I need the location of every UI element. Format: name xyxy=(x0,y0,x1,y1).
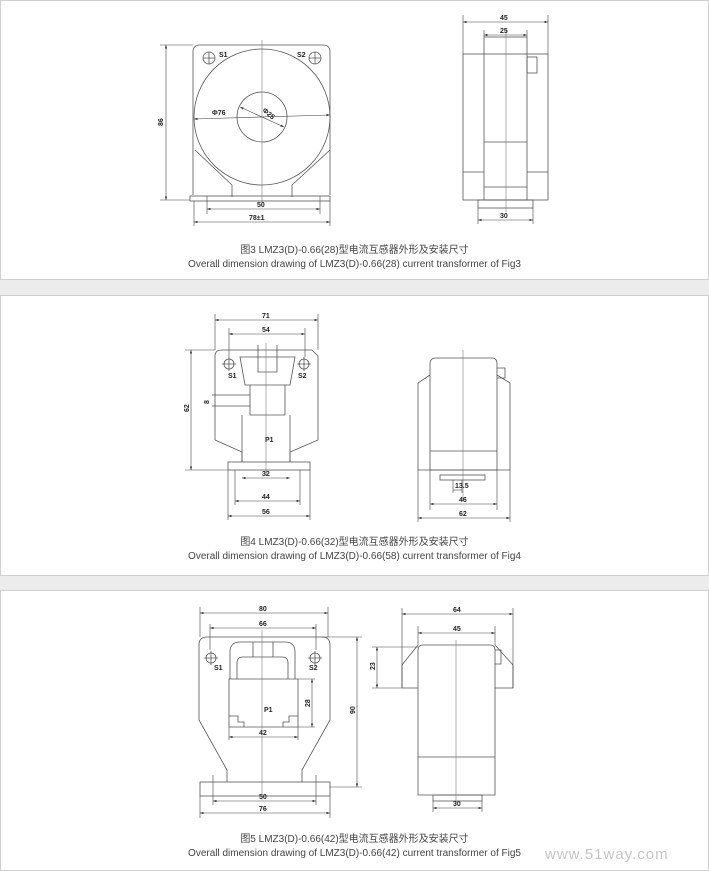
dim-side-flange: 23 xyxy=(370,662,377,670)
dim-side-base: 30 xyxy=(500,213,508,220)
dim-window-height: 28 xyxy=(305,699,312,707)
dim-bar: 8 xyxy=(204,400,211,404)
terminal-s1-label: S1 xyxy=(214,665,223,672)
dim-hole-spacing: 50 xyxy=(257,202,265,209)
caption-chinese: 图3 LMZ3(D)-0.66(28)型电流互感器外形及安装尺寸 xyxy=(240,245,469,256)
terminal-p1-label: P1 xyxy=(264,707,273,714)
dim-terminal-spacing: 66 xyxy=(259,621,267,628)
caption-english: Overall dimension drawing of LMZ3(D)-0.6… xyxy=(188,848,521,859)
figure-4-panel xyxy=(0,295,709,576)
terminal-s2-label: S2 xyxy=(297,52,306,59)
dim-side-inner: 45 xyxy=(453,626,461,633)
dim-side-width: 62 xyxy=(459,511,467,518)
dim-side-inner: 46 xyxy=(459,497,467,504)
terminal-p1-label: P1 xyxy=(265,437,274,444)
figure-5-caption: 图5 LMZ3(D)-0.66(42)型电流互感器外形及安装尺寸 Overall… xyxy=(0,833,709,861)
terminal-s2-label: S2 xyxy=(309,665,318,672)
caption-english: Overall dimension drawing of LMZ3(D)-0.6… xyxy=(188,259,521,270)
dim-side-width: 64 xyxy=(453,607,461,614)
dim-base: 56 xyxy=(262,509,270,516)
fig4-side-view: 13.5 46 62 xyxy=(417,350,511,522)
figure-3-caption: 图3 LMZ3(D)-0.66(28)型电流互感器外形及安装尺寸 Overall… xyxy=(0,244,709,272)
dim-window-width: 42 xyxy=(259,730,267,737)
dim-inner-diameter: Φ25 xyxy=(261,107,276,121)
dim-side-base: 30 xyxy=(453,801,461,808)
caption-chinese: 图4 LMZ3(D)-0.66(32)型电流互感器外形及安装尺寸 xyxy=(240,537,469,548)
dim-height: 86 xyxy=(158,118,165,126)
dim-width: 71 xyxy=(262,313,270,320)
dim-base: 76 xyxy=(259,806,267,813)
dim-height: 90 xyxy=(350,706,357,714)
dim-outer-diameter: Φ76 xyxy=(212,110,226,117)
caption-english: Overall dimension drawing of LMZ3(D)-0.6… xyxy=(188,551,521,562)
dim-width: 78±1 xyxy=(249,215,265,222)
fig5-front-view: S1 S2 P1 80 66 90 28 42 50 76 xyxy=(198,606,362,818)
terminal-s2-label: S2 xyxy=(298,373,307,380)
dim-hole-spacing: 44 xyxy=(262,494,270,501)
dim-hole-spacing: 50 xyxy=(259,794,267,801)
terminal-s1-label: S1 xyxy=(228,373,237,380)
dim-height: 62 xyxy=(184,404,191,412)
dim-side-pitch: 13.5 xyxy=(455,483,469,490)
fig3-side-view: 45 25 30 xyxy=(462,15,549,224)
fig3-front-view: S1 S2 Φ76 Φ25 86 50 78±1 xyxy=(158,40,331,226)
dim-side-width: 45 xyxy=(500,15,508,22)
fig4-front-view: S1 S2 P1 71 54 62 8 32 44 56 xyxy=(184,313,319,520)
dim-window: 32 xyxy=(262,471,270,478)
fig5-side-view: 64 45 23 30 xyxy=(370,607,514,812)
dim-width: 80 xyxy=(259,606,267,613)
dim-side-inner: 25 xyxy=(500,28,508,35)
dim-terminal-spacing: 54 xyxy=(262,327,270,334)
watermark: www.51way.com xyxy=(545,846,669,863)
figure-3-panel xyxy=(0,0,709,280)
figure-4-caption: 图4 LMZ3(D)-0.66(32)型电流互感器外形及安装尺寸 Overall… xyxy=(0,536,709,564)
caption-chinese: 图5 LMZ3(D)-0.66(42)型电流互感器外形及安装尺寸 xyxy=(240,834,469,845)
terminal-s1-label: S1 xyxy=(219,52,228,59)
